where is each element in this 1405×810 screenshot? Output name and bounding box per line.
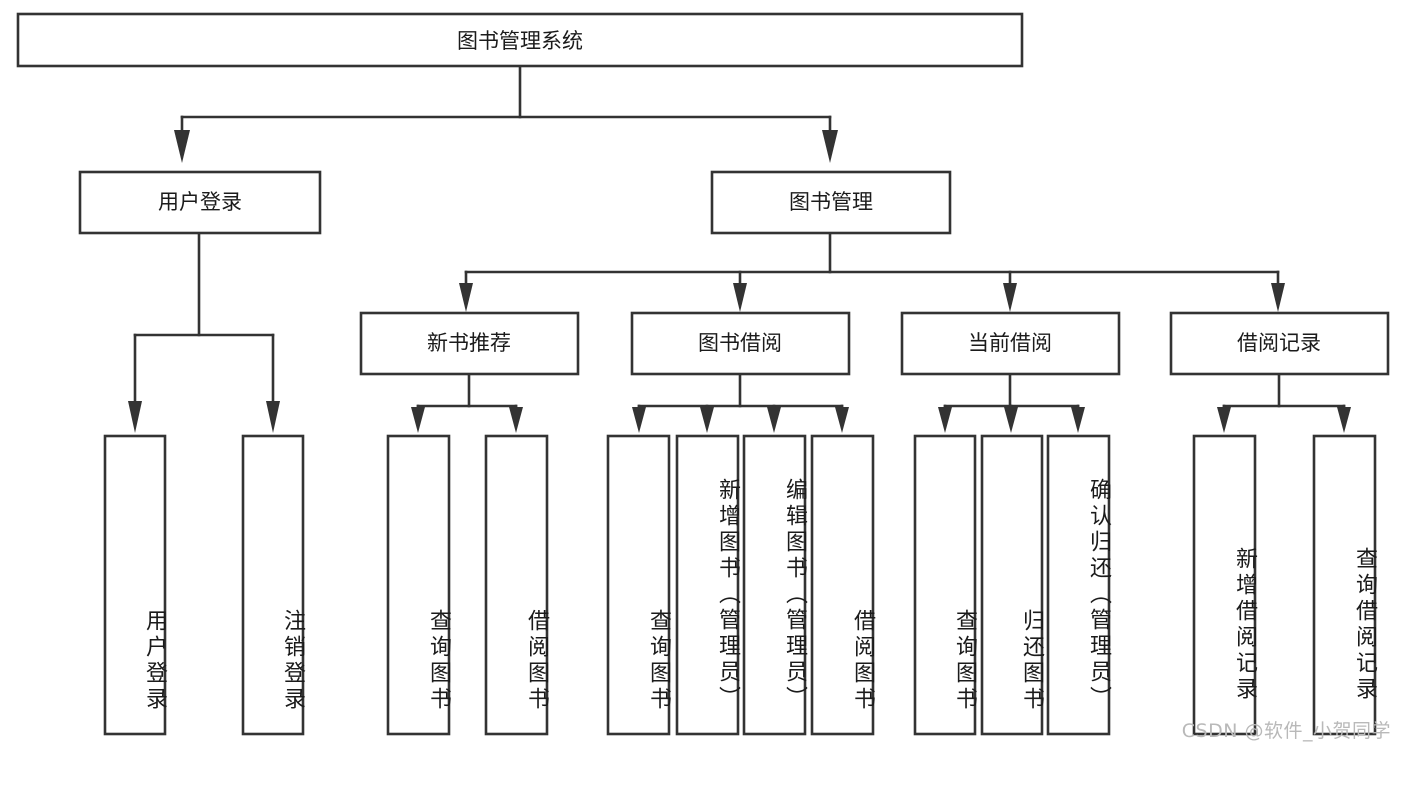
node-box-new-book-recommend[interactable] bbox=[359, 311, 580, 376]
node-label-book-manage: 图书管理 bbox=[789, 190, 873, 214]
node-box-leaf-borrow-book-1[interactable] bbox=[484, 434, 549, 736]
tree-diagram-svg: 图书管理系统 用户登录 图书管理 新书推荐 图书借阅 当前借阅 借阅记录 bbox=[16, 12, 1390, 736]
node-box-book-borrow[interactable] bbox=[630, 311, 851, 376]
node-box-leaf-user-logout[interactable] bbox=[241, 434, 305, 736]
arrow-user-login-child-1 bbox=[128, 401, 142, 433]
node-box-leaf-edit-book-admin[interactable] bbox=[742, 434, 807, 736]
node-box-borrow-record[interactable] bbox=[1169, 311, 1390, 376]
arrow-bb-child-3 bbox=[767, 407, 781, 433]
node-label-book-borrow: 图书借阅 bbox=[698, 331, 782, 355]
arrow-cb-child-3 bbox=[1071, 407, 1085, 433]
arrow-bb-child-4 bbox=[835, 407, 849, 433]
node-label-current-borrow: 当前借阅 bbox=[968, 331, 1052, 355]
arrow-bb-child-1 bbox=[632, 407, 646, 433]
node-box-user-login[interactable] bbox=[78, 170, 322, 235]
connector-group-borrow-record bbox=[1217, 372, 1351, 433]
node-box-book-manage[interactable] bbox=[710, 170, 952, 235]
node-box-root[interactable] bbox=[16, 12, 1024, 68]
arrow-root-to-user-login bbox=[174, 130, 190, 163]
arrow-bm-child-2 bbox=[733, 283, 747, 312]
node-box-current-borrow[interactable] bbox=[900, 311, 1121, 376]
connector-group-book-manage bbox=[459, 231, 1285, 312]
node-label-root: 图书管理系统 bbox=[457, 29, 583, 53]
connector-group-new-book-recommend bbox=[411, 372, 523, 433]
node-box-leaf-return-book[interactable] bbox=[980, 434, 1044, 736]
node-label-user-login: 用户登录 bbox=[158, 190, 242, 214]
arrow-user-login-child-2 bbox=[266, 401, 280, 433]
node-box-leaf-confirm-return-admin[interactable] bbox=[1046, 434, 1111, 736]
node-box-leaf-add-borrow-record[interactable] bbox=[1192, 434, 1257, 736]
connector-group-book-borrow bbox=[632, 372, 849, 433]
arrow-nbr-child-2 bbox=[509, 407, 523, 433]
node-box-leaf-query-book-2[interactable] bbox=[606, 434, 671, 736]
node-label-new-book-recommend: 新书推荐 bbox=[427, 331, 511, 355]
arrow-cb-child-2 bbox=[1004, 407, 1018, 433]
connector-group-current-borrow bbox=[938, 372, 1085, 433]
arrow-bb-child-2 bbox=[700, 407, 714, 433]
arrow-root-to-book-manage bbox=[822, 130, 838, 163]
node-box-leaf-user-login[interactable] bbox=[103, 434, 167, 736]
arrow-br-child-2 bbox=[1337, 407, 1351, 433]
connector-group-root bbox=[174, 65, 838, 163]
arrow-br-child-1 bbox=[1217, 407, 1231, 433]
arrow-bm-child-3 bbox=[1003, 283, 1017, 312]
arrow-bm-child-1 bbox=[459, 283, 473, 312]
node-box-leaf-borrow-book-2[interactable] bbox=[810, 434, 875, 736]
connector-group-user-login bbox=[128, 231, 280, 433]
node-label-borrow-record: 借阅记录 bbox=[1237, 331, 1321, 355]
node-box-leaf-add-book-admin[interactable] bbox=[675, 434, 740, 736]
node-box-leaf-query-book-3[interactable] bbox=[913, 434, 977, 736]
node-box-leaf-query-book-1[interactable] bbox=[386, 434, 451, 736]
arrow-cb-child-1 bbox=[938, 407, 952, 433]
diagram-canvas: 图书管理系统 用户登录 图书管理 新书推荐 图书借阅 当前借阅 借阅记录 bbox=[16, 12, 1391, 742]
node-box-leaf-query-borrow-record[interactable] bbox=[1312, 434, 1377, 736]
watermark-text: CSDN @软件_小贺同学 bbox=[1181, 720, 1391, 742]
arrow-nbr-child-1 bbox=[411, 407, 425, 433]
arrow-bm-child-4 bbox=[1271, 283, 1285, 312]
